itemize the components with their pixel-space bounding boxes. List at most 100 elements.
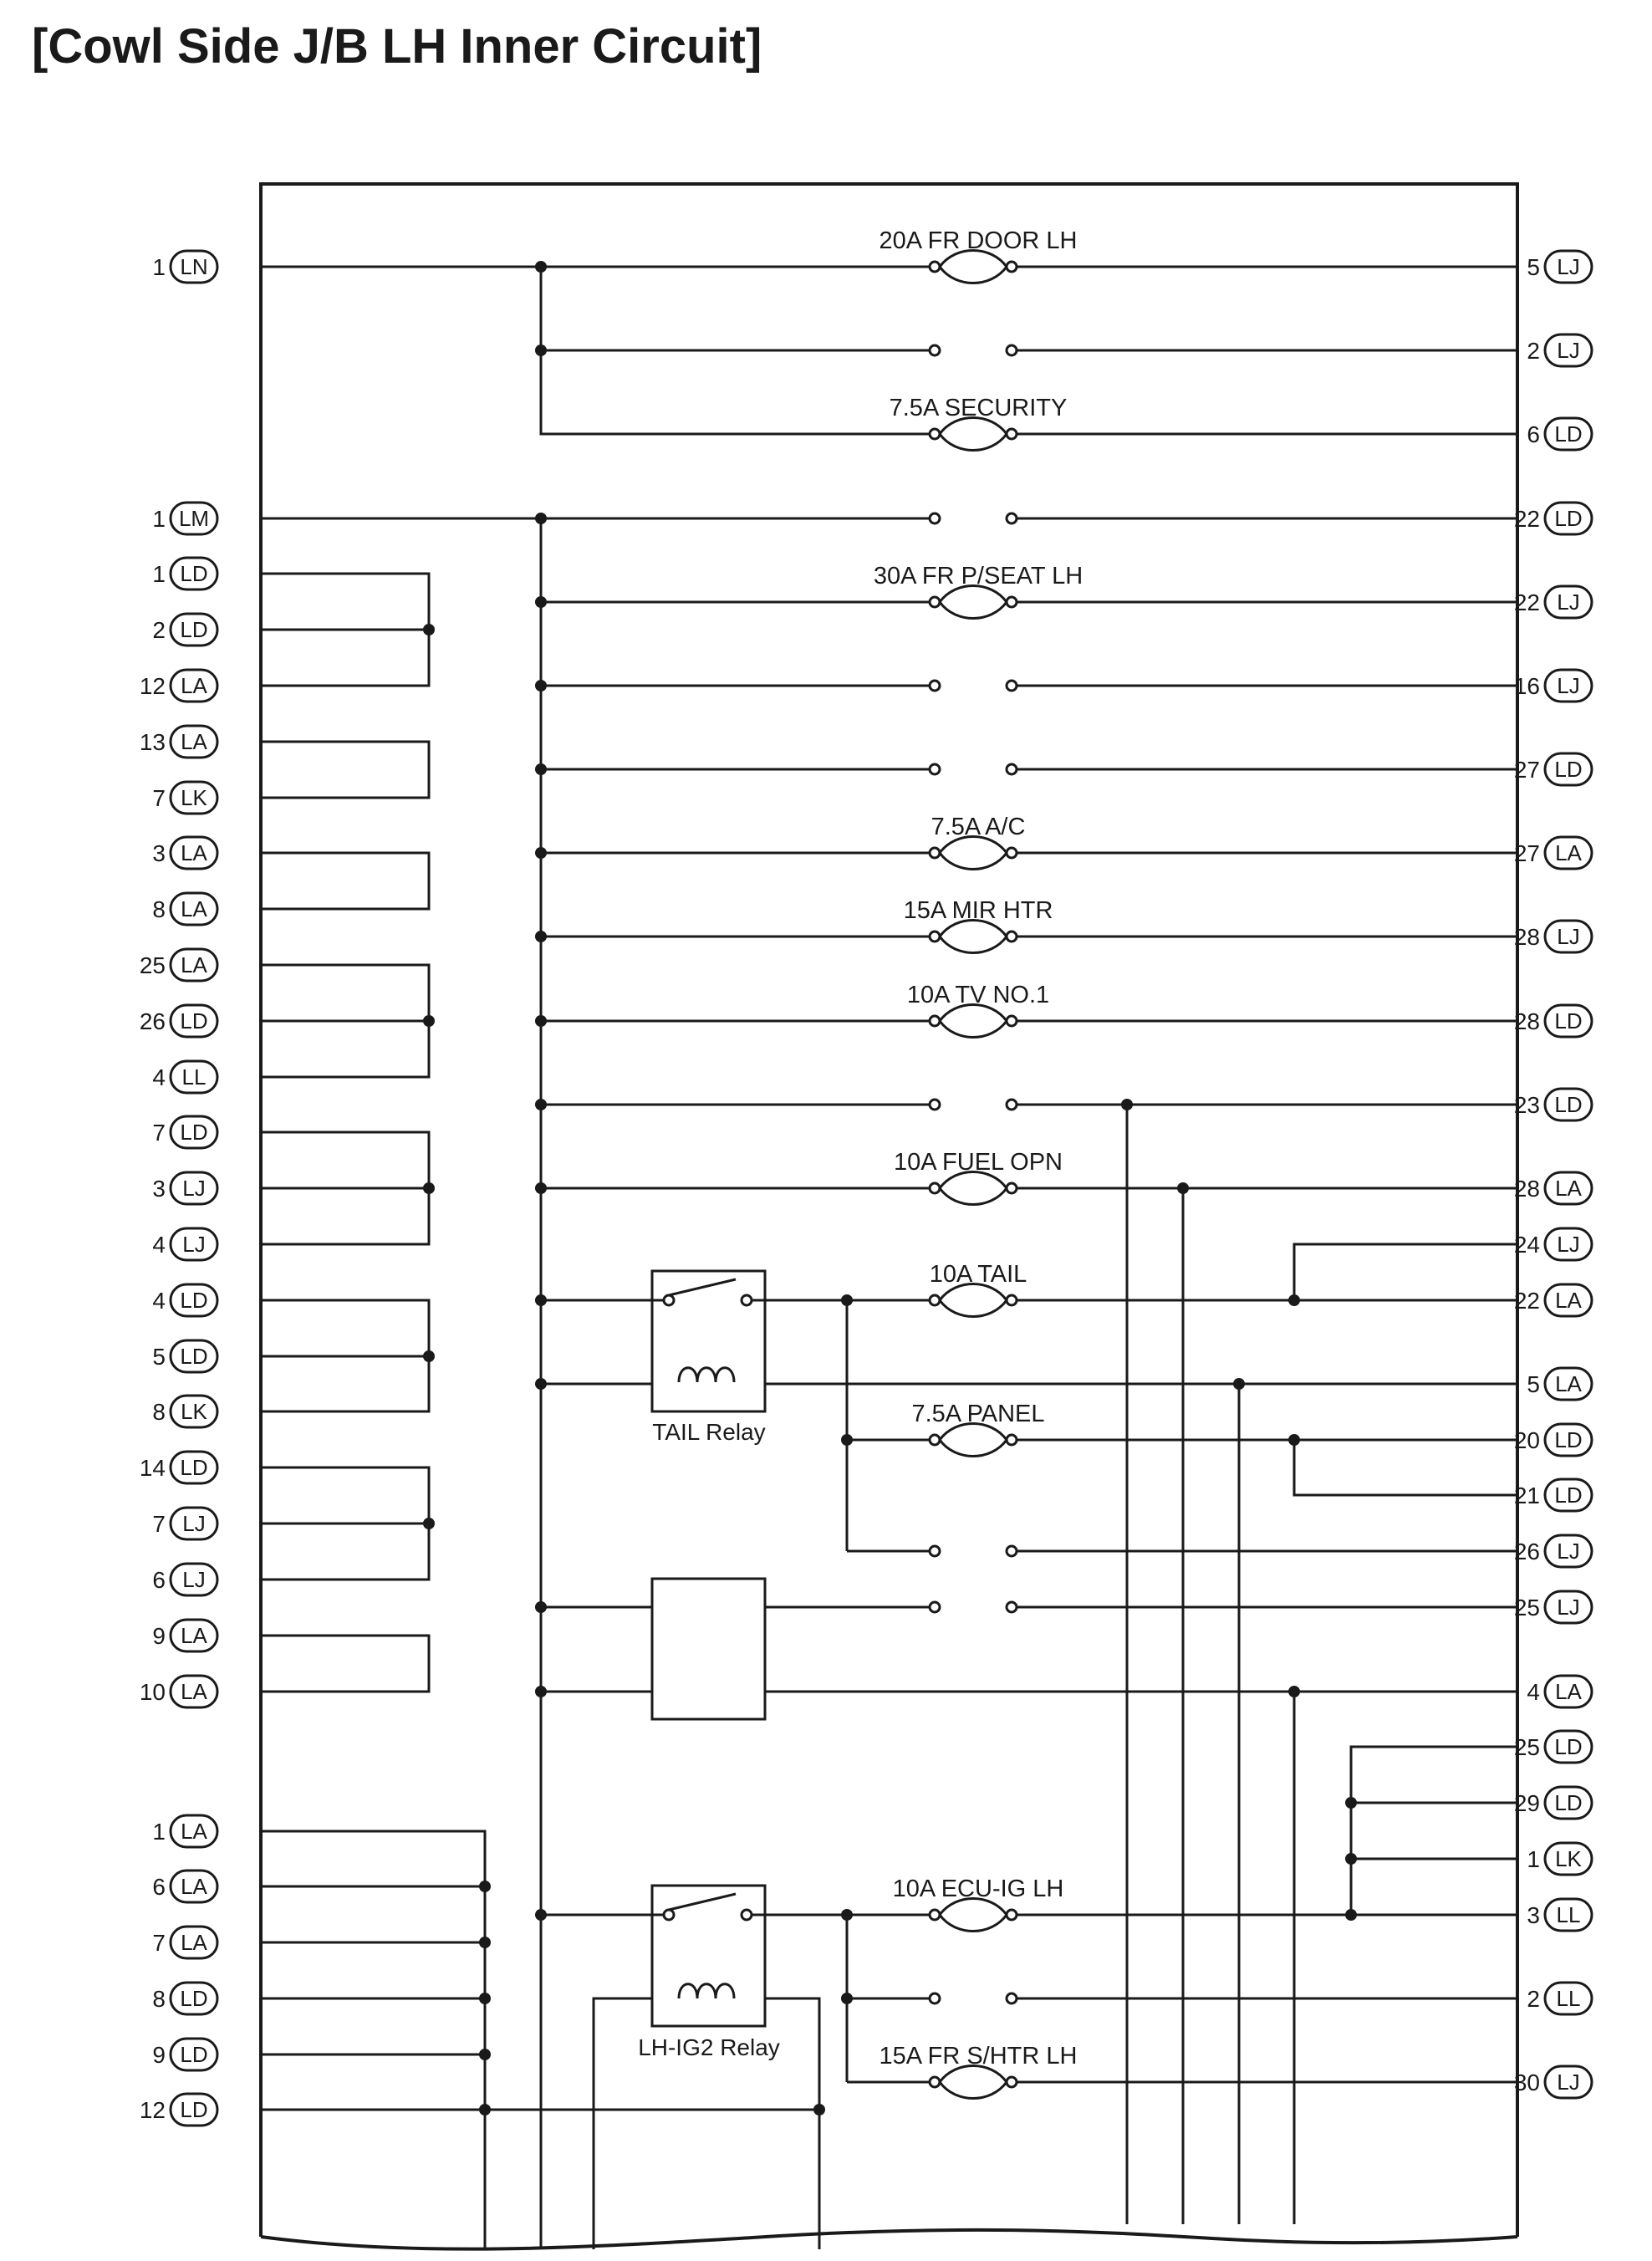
connector-code: LD	[180, 1455, 207, 1480]
connector-pin: 1	[1527, 1846, 1540, 1872]
connector-badge	[169, 249, 219, 284]
connector-badge	[169, 612, 219, 647]
open-terminal	[928, 512, 941, 525]
fuse-terminal	[1005, 2075, 1018, 2089]
connector-code: LD	[1554, 1790, 1582, 1815]
connector-pin: 2	[1527, 1986, 1540, 2012]
connector-code: LA	[1555, 840, 1582, 865]
connector-pin: 5	[152, 1344, 166, 1370]
junction-dot	[535, 513, 547, 524]
right-connector: LK1	[1527, 1841, 1593, 1876]
junction-dot	[1345, 1909, 1357, 1921]
connector-pin: 8	[152, 896, 166, 922]
junction-dot	[535, 1182, 547, 1194]
right-connector: LL2	[1527, 1981, 1593, 2016]
fuse-symbol	[938, 2065, 1008, 2100]
connector-code: LA	[1555, 1679, 1582, 1704]
connector-pin: 7	[152, 1511, 166, 1537]
wire	[261, 1830, 487, 2249]
connector-pin: 9	[152, 1623, 166, 1649]
relay-switch-arm	[668, 1278, 737, 1297]
connector-pin: 3	[152, 1176, 166, 1202]
connector-code: LD	[180, 617, 207, 642]
open-terminal	[1005, 1098, 1018, 1111]
wires	[261, 265, 1517, 2249]
tail-relay	[650, 1269, 767, 1413]
connector-badge	[1543, 1478, 1593, 1513]
connector-badge	[1543, 1841, 1593, 1876]
connector-badge	[169, 1981, 219, 2016]
connector-pin: 10	[140, 1679, 166, 1705]
connector-code: LN	[180, 254, 207, 279]
wire	[261, 1634, 431, 1693]
connector-code: LK	[181, 785, 207, 810]
fuse-label: 7.5A SECURITY	[890, 395, 1068, 421]
relay-contact	[740, 1294, 753, 1307]
connector-code: LJ	[1557, 589, 1579, 615]
connector-badge	[169, 724, 219, 759]
open-terminal	[928, 1600, 941, 1614]
junction-dot	[423, 1182, 435, 1194]
relay-box	[650, 1269, 767, 1413]
connector-code: LA	[181, 952, 207, 977]
connector-code: LA	[181, 840, 207, 865]
connector-code: LA	[1555, 1371, 1582, 1396]
connector-code: LJ	[182, 1232, 205, 1257]
right-connector: LJ5	[1527, 249, 1593, 284]
connector-badge	[1543, 919, 1593, 954]
junction-dot	[1233, 1378, 1245, 1390]
connector-badge	[169, 780, 219, 815]
connector-pin: 4	[152, 1064, 166, 1090]
connector-code: LJ	[1557, 1232, 1579, 1257]
connector-code: LD	[180, 2097, 207, 2122]
left-connector: LA1	[152, 1814, 219, 1849]
connector-badge	[169, 1674, 219, 1709]
frame-outline	[259, 182, 1519, 2237]
connector-badge	[169, 1450, 219, 1485]
connector-badge	[1543, 501, 1593, 536]
fuse-terminal	[1005, 1908, 1018, 1922]
connector-code: LA	[181, 673, 207, 698]
right-connectors: LJ5LJ2LD6LD22LJ22LJ16LD27LA27LJ28LD28LD2…	[1514, 249, 1593, 2100]
fuse-symbol	[938, 584, 1008, 620]
connector-pin: 1	[152, 1819, 166, 1845]
connector-pin: 12	[140, 673, 166, 699]
junction-dot	[1288, 1434, 1300, 1446]
fuse-terminal	[1005, 1294, 1018, 1307]
connector-badge	[1543, 1087, 1593, 1122]
fuse-terminal	[928, 1433, 941, 1447]
fuse-terminal	[928, 595, 941, 609]
connector-code: LA	[181, 1874, 207, 1899]
connector-badge	[169, 2092, 219, 2127]
connector-badge	[169, 1394, 219, 1429]
connector-pin: 8	[152, 1986, 166, 2012]
connector-badge	[1543, 249, 1593, 284]
open-terminal	[928, 344, 941, 357]
open-terminal	[1005, 763, 1018, 776]
connector-badge	[169, 2037, 219, 2072]
connector-pin: 30	[1514, 2070, 1540, 2095]
connector-badge	[169, 1227, 219, 1262]
connector-pin: 22	[1514, 506, 1540, 532]
fuse-label: 10A FUEL OPN	[894, 1149, 1063, 1176]
fuse-label: 15A MIR HTR	[904, 897, 1053, 924]
connector-pin: 2	[1527, 338, 1540, 364]
connector-pin: 22	[1514, 589, 1540, 615]
right-connector: LD6	[1527, 416, 1593, 452]
connector-badge	[1543, 1227, 1593, 1262]
connector-pin: 7	[152, 1120, 166, 1146]
fuse-terminal	[1005, 1433, 1018, 1447]
left-connector: LD5	[152, 1339, 219, 1374]
connector-pin: 6	[152, 1567, 166, 1593]
left-connector: LD2	[152, 612, 219, 647]
fuse-label: 10A TAIL	[930, 1261, 1027, 1288]
junction-dots	[423, 261, 1357, 2116]
wire	[592, 1997, 652, 2249]
connector-badge	[169, 501, 219, 536]
